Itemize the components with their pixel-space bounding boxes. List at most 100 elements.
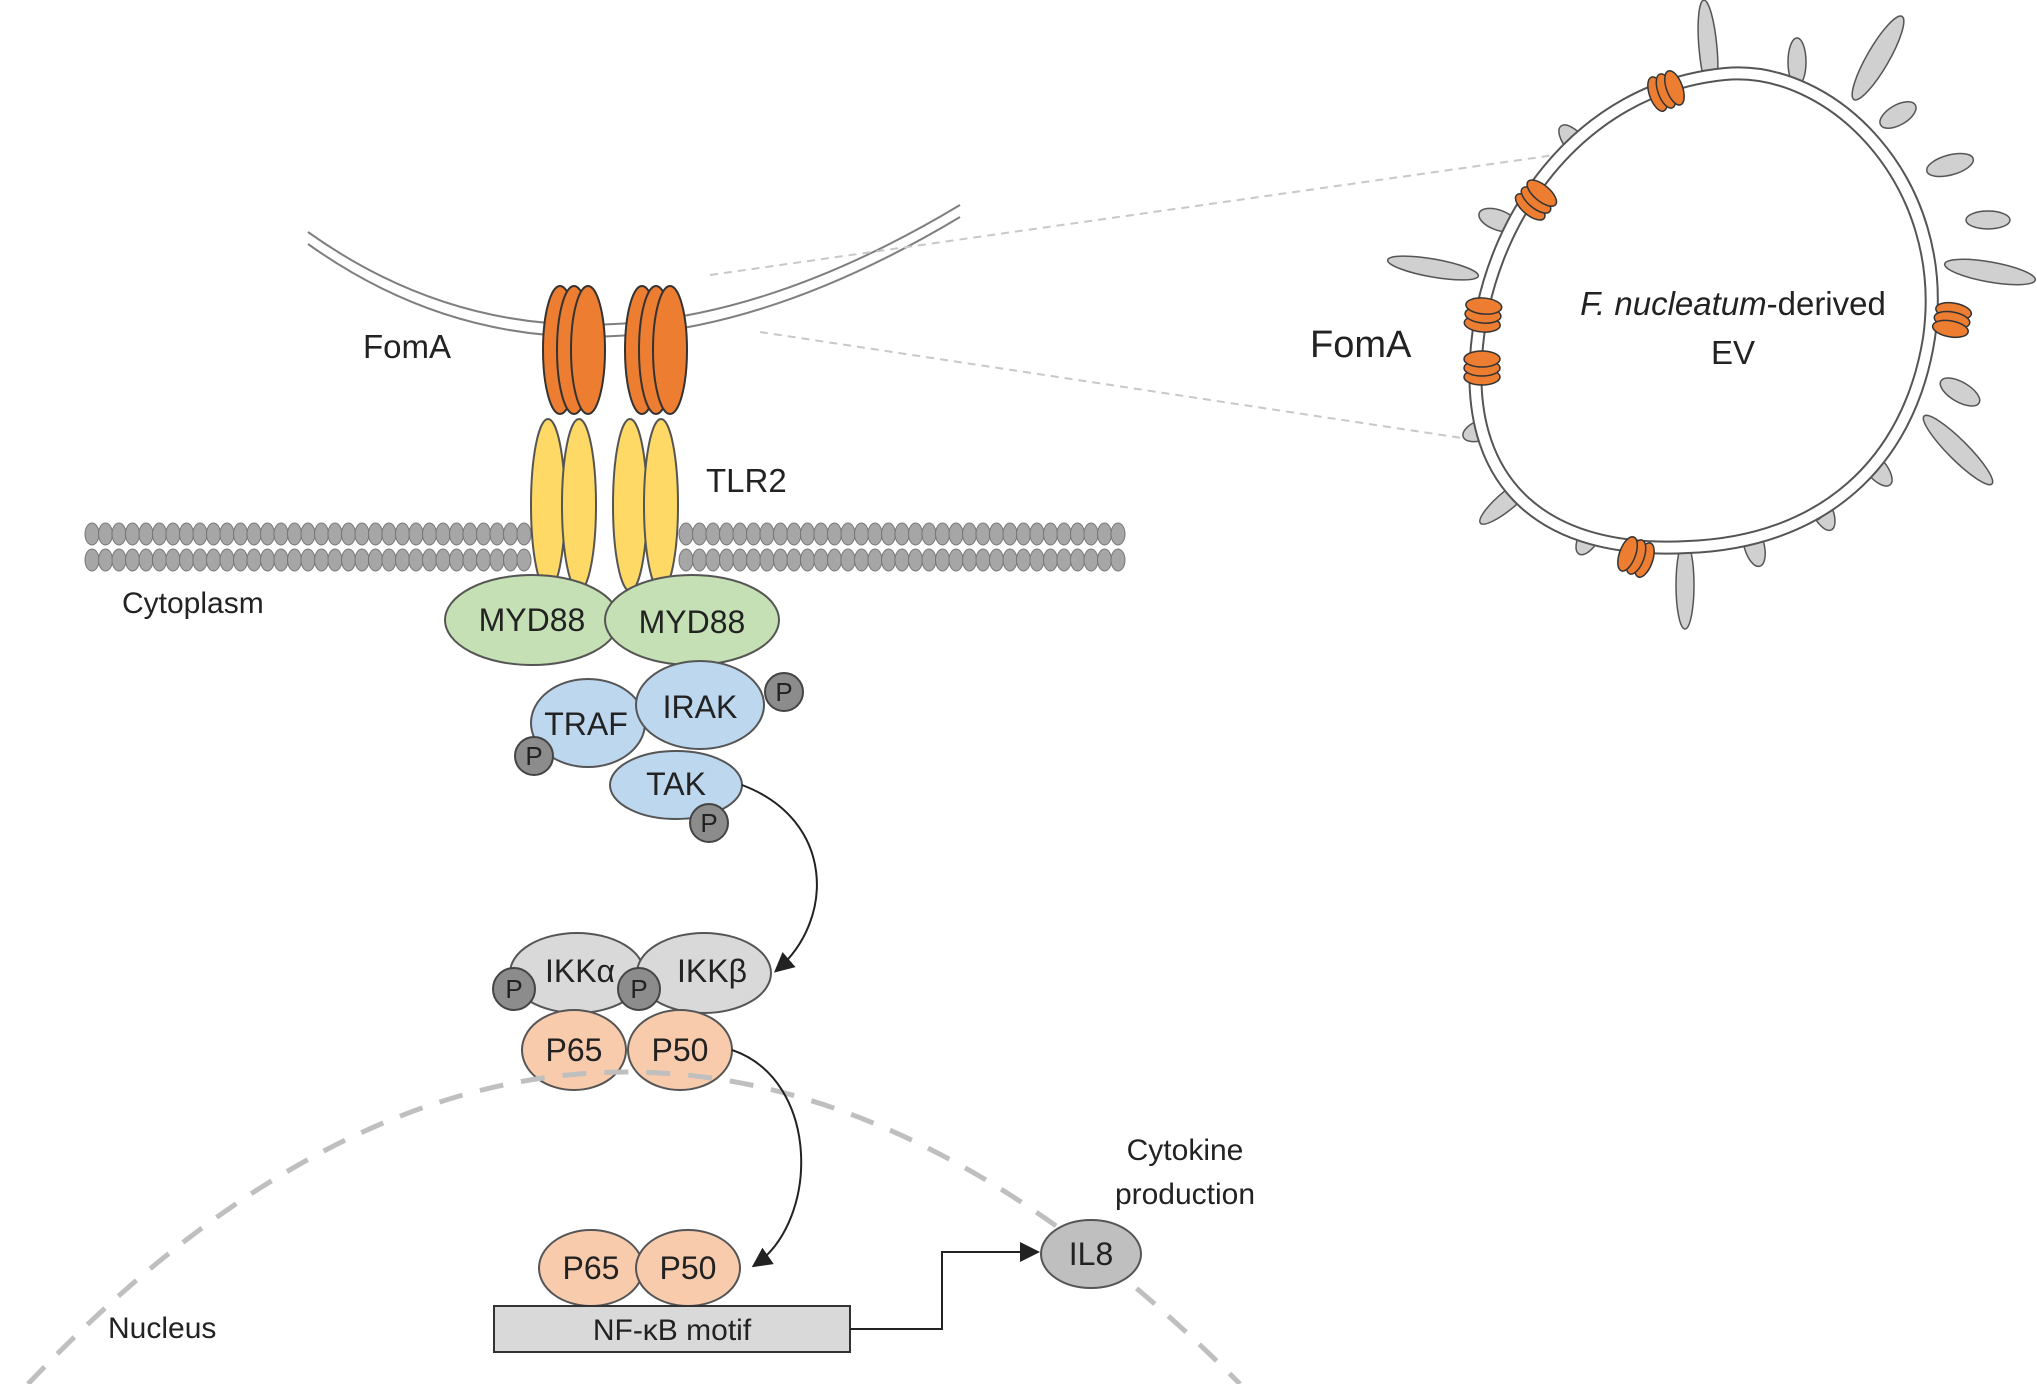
ikk-complex xyxy=(509,932,772,1014)
lipid-head xyxy=(435,522,451,546)
p65-bottom-label: P65 xyxy=(563,1250,620,1286)
lipid-head xyxy=(759,548,775,572)
phospho-tak xyxy=(689,803,729,843)
nfkb-motif-box xyxy=(493,1305,851,1353)
lipid-head xyxy=(408,548,424,572)
lipid-head xyxy=(273,522,289,546)
irak xyxy=(635,660,765,750)
lipid-head xyxy=(327,522,343,546)
lipid-head xyxy=(732,548,748,572)
myd88-right-label: MYD88 xyxy=(639,604,746,640)
tlr2-receptors xyxy=(530,418,679,592)
ev-foma-trimer xyxy=(1514,179,1558,221)
lipid-head xyxy=(462,522,478,546)
lipid-head xyxy=(732,522,748,546)
phospho-ikk-alpha-label: P xyxy=(505,974,522,1004)
phospho-ikk-beta-label: P xyxy=(630,974,647,1004)
lipid-head xyxy=(800,548,815,572)
ev-foma-proteins xyxy=(1463,70,1973,578)
lipid-head xyxy=(98,522,113,546)
lipid-head xyxy=(1110,548,1126,572)
lipid-head xyxy=(1029,522,1045,546)
ev-spike xyxy=(1943,258,2037,286)
lipid-head xyxy=(678,522,694,546)
ev-spike xyxy=(1879,101,1917,129)
lipid-head xyxy=(705,548,721,572)
lipid-head xyxy=(449,548,464,572)
traf-irak-tak-complex xyxy=(530,660,765,820)
lipid-head xyxy=(327,548,343,572)
lipid-head xyxy=(300,522,316,546)
lipid-head xyxy=(1056,522,1072,546)
lipid-head xyxy=(908,548,923,572)
il8-label: IL8 xyxy=(1069,1236,1113,1272)
lipid-head xyxy=(395,522,410,546)
myd88-complex: MYD88 MYD88 xyxy=(444,574,780,666)
lipid-head xyxy=(422,522,437,546)
lipid-head xyxy=(354,548,370,572)
nucleus-envelope xyxy=(26,1069,1242,1384)
arrow-p50-to-nucleus xyxy=(731,1049,803,1268)
phospho-groups xyxy=(492,672,804,1011)
lipid-head xyxy=(206,548,221,572)
cytokine-label-line2: production xyxy=(1115,1178,1255,1211)
lipid-head xyxy=(867,548,883,572)
lipid-head xyxy=(773,548,788,572)
lipid-head xyxy=(854,522,869,546)
ev-spike xyxy=(1386,255,1480,281)
lipid-head xyxy=(179,548,194,572)
lipid-head xyxy=(84,522,100,546)
lipid-head xyxy=(260,548,275,572)
lipid-head xyxy=(395,548,410,572)
lipid-head xyxy=(246,522,262,546)
ev-foma-trimer xyxy=(1647,70,1685,112)
lipid-head xyxy=(1070,522,1085,546)
lipid-head xyxy=(111,522,127,546)
p50-top-label: P50 xyxy=(652,1032,709,1068)
myd88-left-label: MYD88 xyxy=(479,602,586,638)
p65-cytoplasm xyxy=(521,1009,627,1091)
foma-trimers xyxy=(542,285,688,415)
lipid-head xyxy=(800,522,815,546)
lipid-head xyxy=(948,522,964,546)
lipid-head xyxy=(948,548,964,572)
ev-membrane-inner xyxy=(1480,78,1927,543)
lipid-head xyxy=(840,548,856,572)
phospho-ikk-beta xyxy=(617,967,661,1011)
ev-spike xyxy=(1965,210,2011,230)
lipid-head xyxy=(854,548,869,572)
ev-foma-trimer xyxy=(1617,536,1655,578)
signaling-arrows xyxy=(731,784,1040,1330)
lipid-head xyxy=(354,522,370,546)
il8 xyxy=(1040,1219,1142,1289)
foma-right-label: FomA xyxy=(1310,324,1412,366)
nfkb-nucleus xyxy=(538,1229,741,1307)
lipid-head xyxy=(381,522,397,546)
ev-spike xyxy=(1851,15,1905,101)
lipid-head xyxy=(692,522,707,546)
lipid-head xyxy=(408,522,424,546)
lipid-head xyxy=(503,522,518,546)
lipid-head xyxy=(921,522,937,546)
lipid-head xyxy=(503,548,518,572)
lipid-head xyxy=(381,548,397,572)
tlr2-subunit xyxy=(612,418,648,592)
lipid-head xyxy=(881,522,896,546)
lipid-head xyxy=(233,548,248,572)
lipid-head xyxy=(1016,548,1031,572)
ev-membrane-arc xyxy=(307,204,961,338)
lipid-head xyxy=(125,548,140,572)
lipid-head xyxy=(962,522,977,546)
lipid-head xyxy=(179,522,194,546)
lipid-head xyxy=(1043,522,1058,546)
lipid-head xyxy=(935,522,950,546)
lipid-head xyxy=(827,548,842,572)
lipid-head xyxy=(692,548,707,572)
phospho-ikk-alpha xyxy=(492,967,536,1011)
ikk-beta-label: IKKβ xyxy=(677,953,747,989)
ev-label-line1: F. nucleatum-derived xyxy=(1580,285,1886,322)
ev-species: F. nucleatum xyxy=(1580,285,1767,322)
ev-foma-trimer xyxy=(1463,297,1503,333)
irak-label: IRAK xyxy=(663,689,738,725)
lipid-head xyxy=(165,548,181,572)
